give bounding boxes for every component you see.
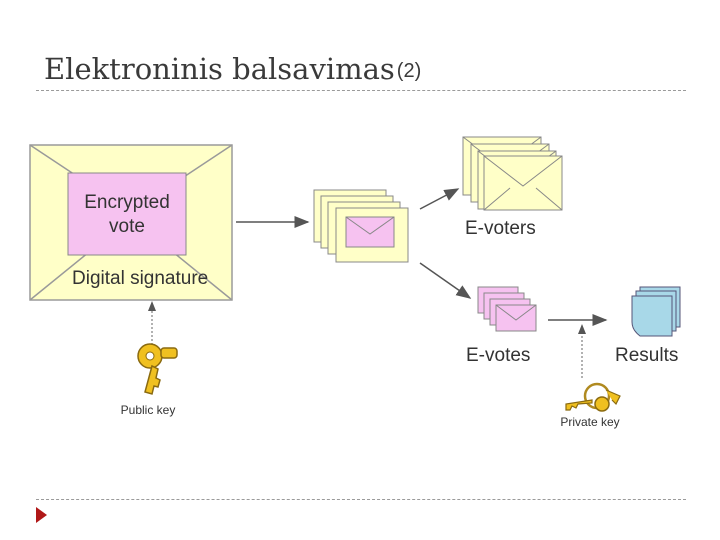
encrypted-label-line2: vote [109, 216, 145, 237]
e-votes-label: E-votes [466, 345, 530, 366]
signed-envelope: Encrypted vote Digital signature [29, 144, 233, 301]
arrow-to-evoters [419, 188, 460, 210]
slide-title-suffix: (2) [396, 60, 422, 82]
encrypted-vote-box [67, 172, 187, 256]
document-stack-icon [631, 286, 681, 337]
digital-signature-label: Digital signature [72, 268, 208, 289]
encrypted-label-line1: Encrypted [84, 192, 170, 213]
private-key-label: Private key [560, 415, 619, 429]
e-voters-label: E-voters [465, 218, 536, 239]
arrow-to-evotes [419, 262, 472, 299]
key-ring-icon [565, 382, 621, 412]
e-voters-envelopes [462, 136, 563, 211]
e-votes-envelopes [477, 286, 537, 332]
footer-divider [36, 499, 686, 500]
results-label: Results [615, 345, 678, 366]
slide-title-main: Elektroninis balsavimas [44, 52, 395, 86]
envelope-stack [313, 189, 409, 263]
slide-title: Elektroninis balsavimas(2) [44, 52, 421, 86]
key-icon [137, 343, 178, 395]
public-key-label: Public key [121, 403, 176, 417]
title-divider [36, 90, 686, 91]
triangle-bullet-icon [36, 507, 47, 523]
